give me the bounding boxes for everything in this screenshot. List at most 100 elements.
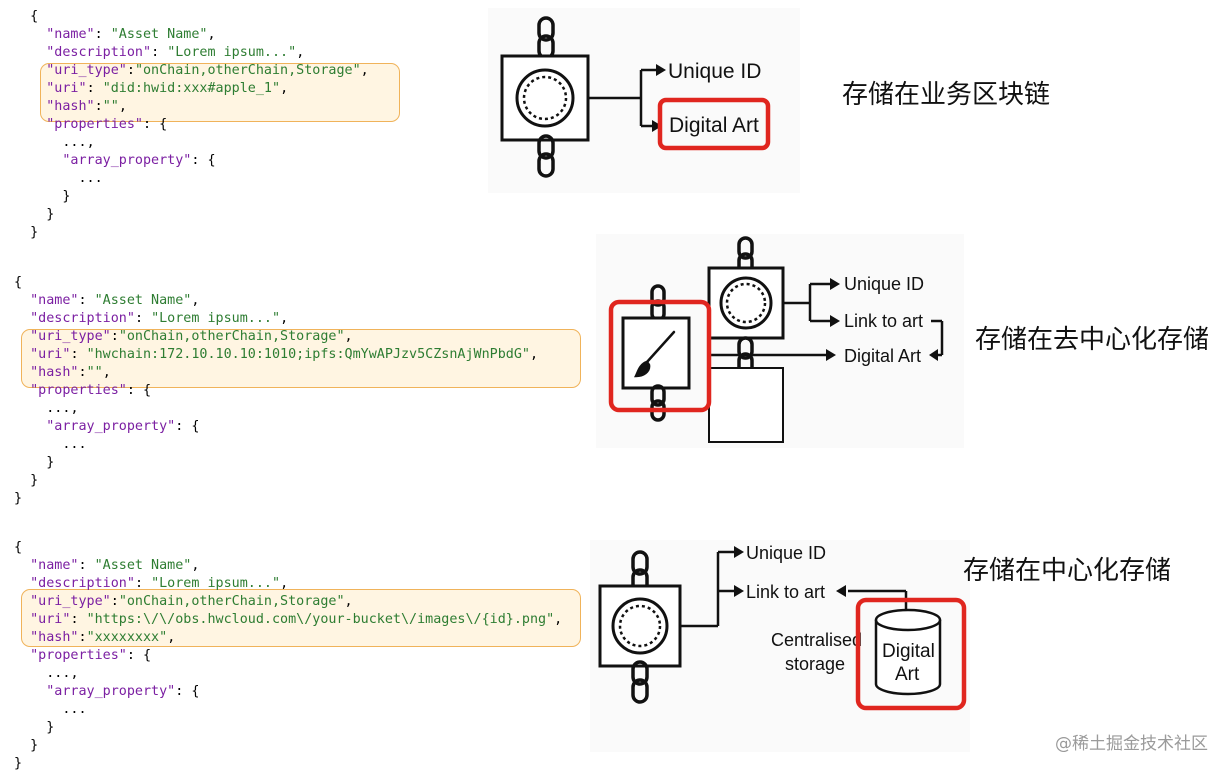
open-brace: { bbox=[14, 540, 23, 555]
json-key-array-property: "array_property" bbox=[62, 153, 192, 168]
label-digital-art: Digital Art bbox=[844, 346, 921, 366]
close-brace: } bbox=[14, 756, 23, 771]
red-highlight-frame bbox=[657, 97, 771, 151]
close-brace: } bbox=[30, 473, 39, 488]
paintbrush-icon bbox=[633, 330, 676, 378]
arrow-head bbox=[830, 278, 840, 290]
arrow-head bbox=[734, 546, 744, 558]
diagram-decentralized-storage: Unique ID Link to art Digital Art bbox=[596, 234, 964, 448]
label-digital-art: Digital Art bbox=[669, 114, 759, 137]
ellipsis: ... bbox=[62, 437, 87, 452]
ellipsis: ... bbox=[46, 401, 71, 416]
open-brace: { bbox=[30, 9, 39, 24]
red-highlight-frame bbox=[608, 299, 712, 413]
json-key-uri-type: "uri_type" bbox=[30, 594, 111, 609]
chain-link-icon bbox=[537, 134, 555, 178]
ellipsis: ... bbox=[62, 702, 87, 717]
json-value-uri: "did:hwid:xxx#apple_1" bbox=[102, 81, 281, 96]
json-value-name: "Asset Name" bbox=[110, 27, 208, 42]
coin-icon bbox=[515, 68, 575, 128]
highlight-box-2 bbox=[21, 329, 581, 388]
json-key-uri: "uri" bbox=[30, 347, 71, 362]
json-key-hash: "hash" bbox=[46, 99, 95, 114]
json-key-properties: "properties" bbox=[46, 117, 143, 132]
label-storage: storage bbox=[785, 654, 845, 674]
label-centralised: Centralised bbox=[771, 630, 862, 650]
json-value-hash: "" bbox=[86, 365, 103, 380]
close-brace: } bbox=[30, 225, 39, 240]
json-key-description: "description" bbox=[30, 576, 135, 591]
json-key-uri: "uri" bbox=[30, 612, 71, 627]
json-value-uri: "https:\/\/obs.hwcloud.com\/your-bucket\… bbox=[86, 612, 555, 627]
close-brace: } bbox=[46, 207, 55, 222]
json-value-description: "Lorem ipsum..." bbox=[167, 45, 297, 60]
highlight-box-1 bbox=[40, 63, 400, 122]
json-value-hash: "" bbox=[102, 99, 119, 114]
arrow-head bbox=[929, 349, 938, 361]
caption-decentralized-storage: 存储在去中心化存储 bbox=[975, 325, 1210, 355]
json-value-uri: "hwchain:172.10.10.10:1010;ipfs:QmYwAPJz… bbox=[86, 347, 530, 362]
json-key-hash: "hash" bbox=[30, 365, 79, 380]
json-key-properties: "properties" bbox=[30, 383, 127, 398]
json-value-name: "Asset Name" bbox=[94, 293, 192, 308]
json-key-description: "description" bbox=[30, 311, 135, 326]
database-cylinder-icon bbox=[874, 608, 942, 696]
close-brace: } bbox=[30, 738, 39, 753]
label-link-to-art: Link to art bbox=[746, 582, 825, 602]
label-art: Art bbox=[895, 664, 920, 685]
json-code-block-2: { "name": "Asset Name", "description": "… bbox=[14, 275, 539, 506]
close-brace: } bbox=[14, 491, 23, 506]
json-key-properties: "properties" bbox=[30, 648, 127, 663]
arrow-head bbox=[652, 120, 662, 132]
json-value-uri-type: "onChain,otherChain,Storage" bbox=[118, 329, 345, 344]
coin-icon bbox=[611, 597, 669, 655]
diagram-centralized-storage: Unique ID Link to art Centralised storag… bbox=[590, 540, 970, 752]
close-brace: } bbox=[46, 720, 55, 735]
json-value-hash: "xxxxxxxx" bbox=[86, 630, 168, 645]
json-value-description: "Lorem ipsum..." bbox=[151, 311, 281, 326]
red-highlight-frame bbox=[855, 597, 967, 711]
block-box-empty bbox=[708, 367, 784, 443]
json-key-uri-type: "uri_type" bbox=[46, 63, 127, 78]
connector-arrows bbox=[711, 282, 944, 357]
json-value-uri-type: "onChain,otherChain,Storage" bbox=[118, 594, 345, 609]
label-link-to-art: Link to art bbox=[844, 311, 923, 331]
json-value-description: "Lorem ipsum..." bbox=[151, 576, 281, 591]
ellipsis: ... bbox=[62, 135, 87, 150]
json-key-array-property: "array_property" bbox=[46, 684, 176, 699]
json-code-block-3: { "name": "Asset Name", "description": "… bbox=[14, 540, 563, 771]
json-key-uri-type: "uri_type" bbox=[30, 329, 111, 344]
coin-icon bbox=[719, 276, 773, 330]
label-unique-id: Unique ID bbox=[668, 60, 761, 83]
json-value-name: "Asset Name" bbox=[94, 558, 192, 573]
diagram-business-chain: Unique ID Digital Art bbox=[488, 8, 800, 193]
json-code-block-1: { "name": "Asset Name", "description": "… bbox=[30, 9, 369, 240]
caption-business-chain: 存储在业务区块链 bbox=[842, 80, 1051, 110]
connector-arrows bbox=[588, 68, 658, 128]
highlight-box-3 bbox=[21, 589, 581, 647]
ellipsis: ... bbox=[78, 171, 103, 186]
label-unique-id: Unique ID bbox=[844, 274, 924, 294]
json-key-name: "name" bbox=[30, 558, 79, 573]
arrow-head bbox=[830, 315, 840, 327]
json-key-description: "description" bbox=[46, 45, 152, 60]
close-brace: } bbox=[46, 455, 55, 470]
ellipsis: ... bbox=[46, 666, 71, 681]
label-unique-id: Unique ID bbox=[746, 543, 826, 563]
caption-centralized-storage: 存储在中心化存储 bbox=[963, 556, 1172, 586]
close-brace: } bbox=[62, 189, 71, 204]
chain-link-icon bbox=[631, 660, 649, 704]
arrow-head bbox=[656, 64, 666, 76]
arrow-head bbox=[826, 349, 836, 361]
arrow-head bbox=[836, 585, 846, 597]
json-key-uri: "uri" bbox=[46, 81, 87, 96]
json-key-name: "name" bbox=[46, 27, 95, 42]
watermark: @稀土掘金技术社区 bbox=[1055, 734, 1208, 754]
json-value-uri-type: "onChain,otherChain,Storage" bbox=[134, 63, 361, 78]
json-key-hash: "hash" bbox=[30, 630, 79, 645]
label-digital: Digital bbox=[882, 641, 935, 662]
json-key-array-property: "array_property" bbox=[46, 419, 176, 434]
json-key-name: "name" bbox=[30, 293, 79, 308]
arrow-head bbox=[734, 585, 744, 597]
open-brace: { bbox=[14, 275, 23, 290]
